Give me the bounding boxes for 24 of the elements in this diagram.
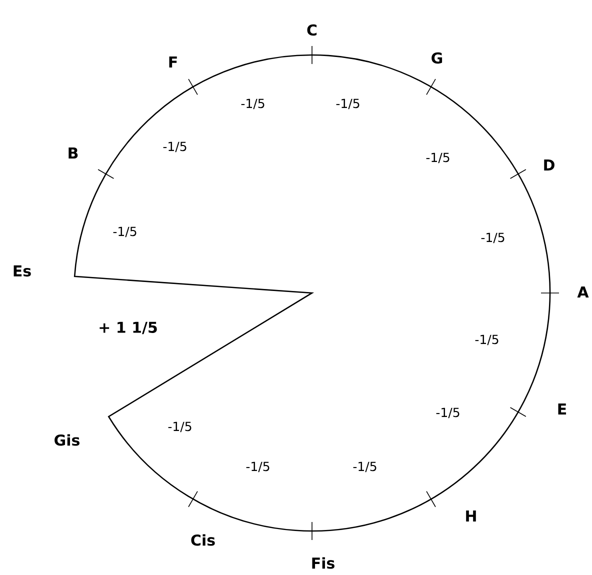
note-name: F [169,56,177,68]
interval-label: -1/5 [113,226,136,238]
interval-label: -1/5 [475,334,498,346]
interval-label: -1/5 [353,462,376,472]
note-name: B [68,148,78,158]
interval-label: -1/5 [436,408,460,418]
interval-label: -1/5 [481,232,504,244]
note-name: Es [14,265,31,277]
note-name: Cis [191,534,215,546]
note-name: C [307,24,317,36]
note-name: Fis [312,557,334,569]
note-name: E [558,404,566,414]
interval-label: -1/5 [168,422,192,432]
interval-label: -1/5 [336,98,360,110]
note-name: Gis [54,434,80,446]
note-name: G [432,52,442,64]
interval-label: -1/5 [241,98,264,110]
interval-label: -1/5 [426,152,450,164]
interval-label: -1/5 [246,462,270,472]
note-name: H [466,510,476,522]
note-name: + 1 1/5 [100,322,157,334]
interval-label: -1/5 [163,142,186,152]
note-name: A [577,286,589,298]
note-name: D [544,160,554,170]
